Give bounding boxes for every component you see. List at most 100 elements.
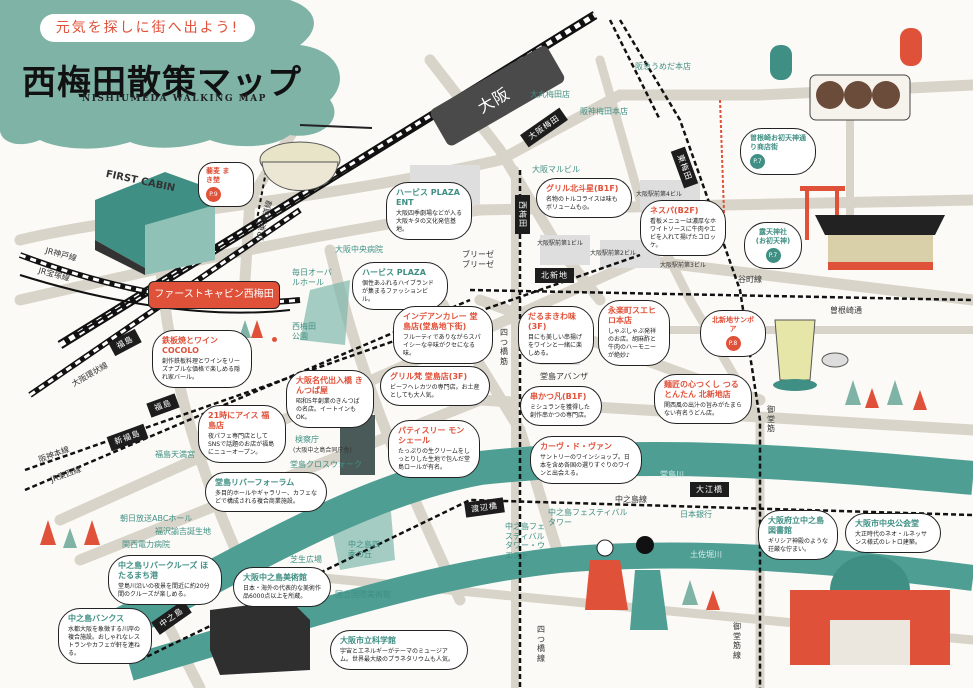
callout-desc: サントリーのワインショップ。日本を含め各国の選りすぐりのワインと出会える。	[540, 454, 631, 478]
place-avanza[interactable]: 堂島アバンザ	[540, 372, 589, 381]
place-marubiru[interactable]: 大阪マルビル	[532, 165, 580, 174]
callout-desc: 大阪四季劇場などが入る大阪キタの文化発信基地。	[396, 210, 463, 234]
callout-nakanoshima-library[interactable]: 大阪府立中之島図書館ギリシア神殿のような荘厳な佇まい。	[758, 510, 838, 561]
shrine-illustration	[800, 186, 945, 270]
callout-desc: 宇宙とエネルギーがテーマのミュージアム。世界最大級のプラネタリウムも人気。	[340, 648, 455, 664]
callout-nakanoshima-museum[interactable]: 大阪中之島美術館日本・海外の代表的な美術作品6000点以上を所蔵。	[233, 567, 331, 608]
callout-title: 麺匠の心つくし つるとんたん 北新地店	[664, 380, 739, 399]
dojima-river	[112, 442, 973, 641]
callout-title: 大阪名代出入橋 きんつば屋	[296, 376, 363, 395]
place-hankyu[interactable]: 阪急うめだ本店	[635, 62, 691, 71]
callout-title: 大阪府立中之島図書館	[768, 516, 824, 535]
label-sonezaki-dori: 曽根崎通	[830, 306, 862, 315]
page-badge: P.9	[206, 186, 221, 202]
museum-illustration	[210, 600, 310, 675]
callout-desc: ミシュランを獲得した創作串かつの専門店。	[530, 404, 591, 420]
callout-river-cruise[interactable]: 中之島リバークルーズ ほたるまち港堂島川沿いの夜景を間近に約20分間のクルーズが…	[108, 555, 222, 606]
place-fukuzawa[interactable]: 福沢諭吉誕生地	[155, 527, 211, 536]
callout-grill-hokutosei[interactable]: グリル北斗星(B1F)名物のトルコライスは味もボリュームも◎。	[536, 178, 632, 219]
callout-desc: 関西風の出汁の旨みがたまらない有名うどん店。	[664, 402, 742, 418]
place-breeze[interactable]: ブリーゼブリーゼ	[462, 250, 494, 269]
callout-daruma-kiwami[interactable]: だるまきわ味(3F) 目にも美しい串揚げをワインと一緒に楽しめる。	[518, 306, 594, 365]
station-nishi-umeda[interactable]: 西梅田	[515, 195, 530, 234]
place-shibafu[interactable]: 芝生広場	[290, 555, 322, 564]
place-ekimae-4[interactable]: 大阪駅前第4ビル	[636, 191, 682, 198]
label-tosabori-river: 土佐堀川	[690, 550, 722, 559]
callout-desc: 大正時代のネオ・ルネッサンス様式のレトロ建築。	[855, 531, 928, 547]
callout-tsurutontan[interactable]: 麺匠の心つくし つるとんたん 北新地店関西風の出汁の旨みがたまらない有名うどん店…	[654, 374, 752, 425]
callout-title: ネスパ(B2F)	[650, 206, 699, 215]
place-chuo-hospital[interactable]: 大阪中央病院	[335, 245, 383, 254]
callout-title: 串かつ凡(B1F)	[530, 392, 587, 401]
label-midosuji: 御堂筋	[767, 405, 775, 434]
page-badge: P.7	[765, 247, 781, 263]
callout-cave-de-vin[interactable]: カーヴ・ド・ヴァンサントリーのワインショップ。日本を含め各国の選りすぐりのワイン…	[530, 436, 642, 485]
callout-title: 中之島バンクス	[68, 614, 125, 623]
callout-grill-bon[interactable]: グリル梵 堂島店(3F)ビーフヘレカツの専門店。お土産としても大人気。	[380, 366, 490, 407]
label-yotsubashi-suji: 四つ橋筋	[500, 328, 508, 366]
callout-21ji-ice[interactable]: 21時にアイス 福島店夜パフェ専門店としてSNSで話題のお店が福島にニューオープ…	[198, 405, 286, 464]
place-boj[interactable]: 日本銀行	[680, 510, 712, 519]
callout-tsuyu-tenjinja[interactable]: 露天神社(お初天神) P.7	[744, 222, 802, 269]
trees	[40, 320, 927, 610]
place-abc-hall[interactable]: 朝日放送ABCホール	[120, 514, 193, 523]
place-shiki-no-oka[interactable]: 中之島四季の丘	[348, 540, 380, 559]
first-cabin-label[interactable]: ファーストキャビン西梅田	[148, 281, 280, 309]
callout-kushikatsu-bon[interactable]: 串かつ凡(B1F) ミシュランを獲得した創作串かつの専門店。	[520, 386, 602, 427]
place-ekimae-1[interactable]: 大阪駅前第1ビル	[537, 240, 583, 247]
ramen-bowl-illustration	[259, 124, 373, 191]
place-nishiumeda-park[interactable]: 西梅田公園	[292, 322, 316, 341]
callout-desc: たっぷりの生クリームをしっとりした生地で包んだ堂島ロールが有名。	[398, 448, 471, 472]
callout-title: 大阪中之島美術館	[243, 573, 307, 582]
callout-desc: 目にも美しい串揚げをワインと一緒に楽しめる。	[528, 334, 583, 358]
place-fukushima-tenmangu[interactable]: 福島天満宮	[155, 450, 195, 459]
label-midosuji-line: 御堂筋線	[733, 622, 741, 660]
callout-mon-cher[interactable]: パティスリー モンシェールたっぷりの生クリームをしっとりした生地で包んだ堂島ロー…	[388, 420, 480, 479]
callout-title: 21時にアイス 福島店	[208, 411, 270, 430]
callout-nespa[interactable]: ネスパ(B2F)看板メニューは濃厚なホワイトソースに牛肉やエビを入れて揚げたコロ…	[640, 200, 726, 257]
callout-river-forum[interactable]: 堂島リバーフォーラム多目的ホールやギャラリー、カフェなどで構成される複合商業施設…	[205, 472, 327, 513]
callout-title: 曽根崎お初天神通り商店街	[750, 134, 806, 151]
place-kanden-hospital[interactable]: 関西電力病院	[122, 540, 170, 549]
place-nmao[interactable]: 国立国際美術館	[335, 590, 391, 599]
page-subtitle-en: NISHIUMEDA WALKING MAP	[82, 94, 267, 104]
place-crosswalk[interactable]: 堂島クロスウォーク	[290, 460, 362, 469]
osaka-station-block	[430, 46, 565, 146]
callout-indian-curry[interactable]: インデアンカレー 堂島店(堂島地下街)フルーティでありながらスパイシーな辛味がク…	[393, 306, 493, 365]
place-kensatsu[interactable]: 検察庁	[295, 435, 319, 444]
station-oebashi[interactable]: 大江橋	[690, 482, 729, 497]
callout-title: 中之島リバークルーズ ほたるまち港	[118, 561, 209, 580]
callout-desc: 堂島川沿いの夜景を間近に約20分間のクルーズが楽しめる。	[118, 583, 210, 599]
place-hanshin-dept[interactable]: 阪神梅田本店	[580, 107, 628, 116]
callout-desc: フルーティでありながらスパイシーな辛味がクセになる味。	[403, 334, 481, 358]
takoyaki-illustration	[770, 28, 922, 121]
callout-soba-makino[interactable]: 蕎麦 まき埜P.9	[198, 162, 254, 207]
callout-desc: 昭和5年創業のきんつばの名店。イートインもOK。	[296, 398, 360, 422]
callout-title: 堂島リバーフォーラム	[215, 478, 295, 487]
station-kitashinchi[interactable]: 北新地	[535, 268, 574, 283]
callout-suehiro[interactable]: 永楽町スエヒロ本店しゃぶしゃぶ発祥のお店。胡麻酢と牛肉のハーモニーが絶妙♪	[598, 300, 670, 367]
place-mainichi-hall[interactable]: 毎日オーバルホール	[292, 268, 332, 287]
callout-desc: 多目的ホールやギャラリー、カフェなどで構成される複合商業施設。	[215, 490, 317, 506]
place-festival-west[interactable]: 中之島フェスティバルタワー・ウエスト	[505, 522, 545, 560]
place-ekimae-3[interactable]: 大阪駅前第3ビル	[660, 262, 706, 269]
callout-title: だるまきわ味(3F)	[528, 312, 576, 331]
place-ekimae-2[interactable]: 大阪駅前第2ビル	[590, 250, 636, 257]
callout-kintsuba[interactable]: 大阪名代出入橋 きんつば屋昭和5年創業のきんつばの名店。イートインもOK。	[286, 370, 374, 429]
callout-title: グリル北斗星(B1F)	[546, 184, 619, 193]
callout-nakanoshima-banks[interactable]: 中之島バンクス水都大阪を象徴する川岸の複合施設。おしゃれなレストランやカフェが軒…	[58, 608, 152, 665]
place-festival-tower[interactable]: 中之島フェスティバルタワー	[548, 508, 628, 527]
callout-desc: ビーフヘレカツの専門店。お土産としても大人気。	[390, 384, 480, 400]
place-kensatsu-sub: (大阪中之島合同庁舎)	[293, 447, 352, 454]
label-yotsubashi-line: 四つ橋線	[537, 625, 545, 663]
callout-title: 露天神社(お初天神)	[755, 228, 791, 245]
label-tanimachi: 谷町線	[738, 275, 762, 284]
callout-science-museum[interactable]: 大阪市立科学館宇宙とエネルギーがテーマのミュージアム。世界最大級のプラネタリウム…	[330, 630, 468, 671]
place-daimaru[interactable]: 大丸梅田店	[530, 90, 570, 99]
callout-central-public-hall[interactable]: 大阪市中央公会堂大正時代のネオ・ルネッサンス様式のレトロ建築。	[845, 513, 941, 554]
